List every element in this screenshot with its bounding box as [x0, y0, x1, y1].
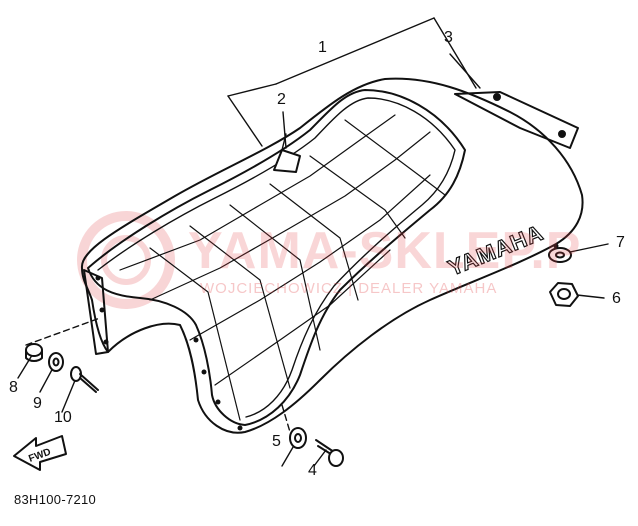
callout-3: 3: [444, 29, 453, 46]
part-4-bolt: [315, 439, 344, 467]
part-5-washer: [289, 427, 307, 449]
callout-5: 5: [272, 433, 281, 450]
part-8-collar: [25, 343, 43, 362]
watermark-subtitle: WOJCIECHOWICZ | DEALER YAMAHA: [200, 280, 498, 297]
part-code: 83H100-7210: [14, 492, 97, 507]
seat-body: [80, 77, 584, 434]
callout-6: 6: [612, 290, 621, 307]
seat-strap: [273, 149, 301, 173]
part-7-washer: [548, 247, 572, 263]
part-10-screw: [70, 366, 99, 393]
callout-1: 1: [318, 39, 327, 56]
part-6-nut: [549, 282, 579, 307]
seat-front-flap: [83, 269, 109, 355]
callout-8: 8: [9, 379, 18, 396]
seat-quilting: [119, 114, 446, 421]
watermark-brand: YAMA-SKLEP.P: [188, 222, 582, 280]
part-9-washer: [48, 352, 64, 372]
callout-9: 9: [33, 395, 42, 412]
callout-2: 2: [277, 91, 286, 108]
seat-seam: [97, 97, 456, 418]
fwd-arrow-icon: [13, 435, 67, 471]
callout-4: 4: [308, 462, 317, 479]
seat-rear-bracket: [454, 91, 579, 149]
callout-7: 7: [616, 234, 625, 251]
callout-10: 10: [54, 409, 72, 426]
